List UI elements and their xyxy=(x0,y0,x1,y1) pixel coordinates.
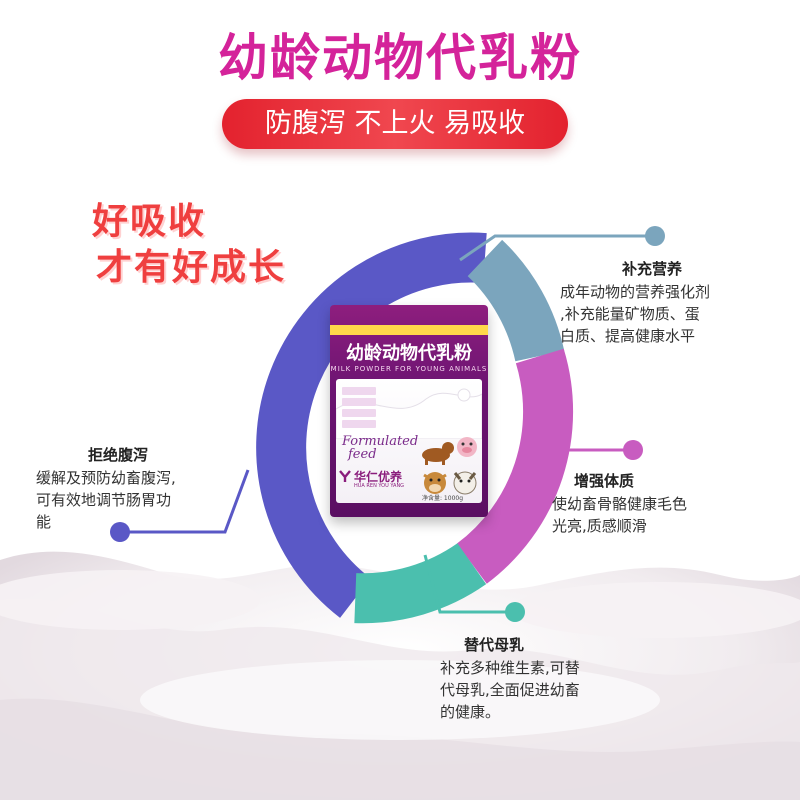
formula-line-1: Formulated xyxy=(342,434,419,449)
goat-icon xyxy=(453,471,477,495)
feature-line: 的健康。 xyxy=(440,703,501,721)
feature-line: 成年动物的营养强化剂 xyxy=(560,283,711,301)
page-title: 幼龄动物代乳粉 xyxy=(218,29,582,87)
feature-nutrition: 补充营养 成年动物的营养强化剂 ,补充能量矿物质、蛋 白质、提高健康水平 xyxy=(560,258,780,347)
pig-icon xyxy=(457,437,477,457)
package-subtitle: MILK POWDER FOR YOUNG ANIMALS xyxy=(330,365,488,373)
slogan-line-1: 好吸收 xyxy=(92,201,207,242)
dog-icon xyxy=(422,442,454,465)
connector-left xyxy=(120,469,250,534)
feature-line: 可有效地调节肠胃功 xyxy=(36,491,172,509)
package-formula-text: Formulated feed xyxy=(342,435,432,461)
tag xyxy=(342,409,376,417)
tag xyxy=(342,398,376,406)
package-label-panel xyxy=(336,379,482,503)
connector-dot-top-right xyxy=(645,226,665,246)
feature-anti-diarrhea: 拒绝腹泻 缓解及预防幼畜腹泻, 可有效地调节肠胃功 能 xyxy=(36,444,236,533)
feature-line: 能 xyxy=(36,513,52,531)
ring-arc-steel xyxy=(467,239,565,362)
package-brand-name: 华仁优养 xyxy=(354,470,403,484)
tag xyxy=(342,420,376,428)
feature-milk-replacement: 替代母乳 补充多种维生素,可替 代母乳,全面促进幼畜 的健康。 xyxy=(440,634,640,723)
feature-line: 缓解及预防幼畜腹泻, xyxy=(36,469,176,487)
brand-logo-icon xyxy=(339,470,351,482)
ring-arc-teal xyxy=(354,542,487,624)
connector-dot-left xyxy=(110,522,130,542)
package-brand-sub: HUA REN YOU YANG xyxy=(354,483,405,489)
feature-line: 代母乳,全面促进幼畜 xyxy=(440,681,580,699)
feature-constitution: 增强体质 使幼畜骨骼健康毛色 光亮,质感顺滑 xyxy=(552,470,752,537)
feature-line: 使幼畜骨骼健康毛色 xyxy=(552,495,688,513)
package-product-name: 幼龄动物代乳粉 xyxy=(346,343,472,364)
feature-title: 拒绝腹泻 xyxy=(88,446,149,464)
ring-arc-pink xyxy=(456,348,574,584)
feature-line: ,补充能量矿物质、蛋 xyxy=(560,305,700,323)
feature-line: 白质、提高健康水平 xyxy=(560,327,696,345)
connector-bottom xyxy=(423,554,515,614)
feature-title: 补充营养 xyxy=(622,260,683,278)
feature-line: 补充多种维生素,可替 xyxy=(440,659,580,677)
package-net-weight: 净含量: 1000g xyxy=(422,495,464,502)
feature-title: 增强体质 xyxy=(574,472,635,490)
feature-title: 替代母乳 xyxy=(464,636,525,654)
connector-dot-bottom xyxy=(505,602,525,622)
slogan-line-2: 才有好成长 xyxy=(96,247,287,288)
connector-dot-right xyxy=(623,440,643,460)
product-package: 幼龄动物代乳粉 MILK POWDER FOR YOUNG ANIMALS xyxy=(330,305,488,517)
tagline-pill: 防腹泻 不上火 易吸收 xyxy=(222,99,568,149)
package-feature-tags xyxy=(342,387,376,428)
connector-top-right xyxy=(459,234,655,262)
cow-icon xyxy=(423,472,447,494)
tag xyxy=(342,387,376,395)
package-top-strip xyxy=(330,325,488,335)
ring-arc-blue xyxy=(256,232,487,618)
feature-line: 光亮,质感顺滑 xyxy=(552,517,647,535)
formula-line-2: feed xyxy=(348,447,377,462)
